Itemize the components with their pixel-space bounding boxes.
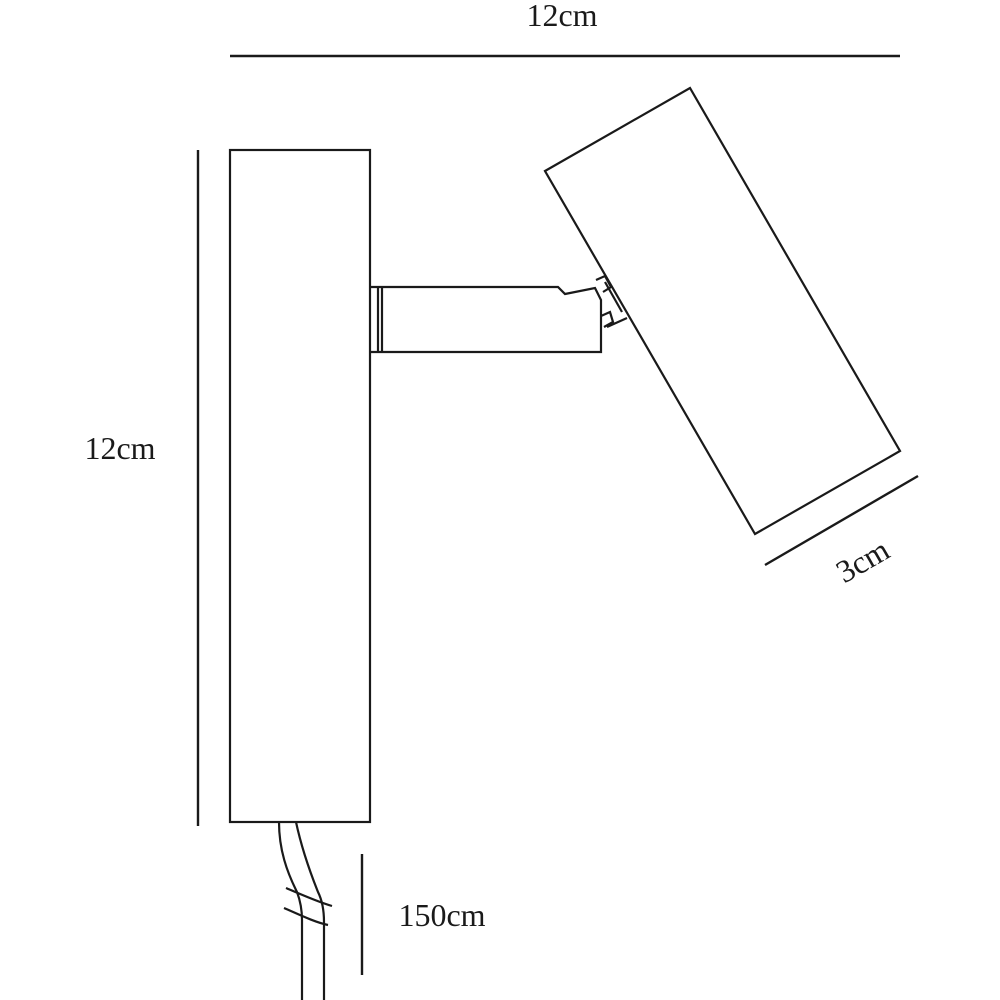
head-diameter-dimension-line xyxy=(764,474,919,567)
head-diameter-dimension-label: 3cm xyxy=(830,531,896,590)
width-dimension-label: 12cm xyxy=(526,0,597,33)
connecting-arm xyxy=(370,285,603,354)
height-dimension-label: 12cm xyxy=(84,430,155,466)
power-cable xyxy=(277,821,333,1000)
cable-length-dimension-label: 150cm xyxy=(398,897,485,933)
spotlight-head xyxy=(543,86,902,536)
wall-plate xyxy=(228,148,372,824)
